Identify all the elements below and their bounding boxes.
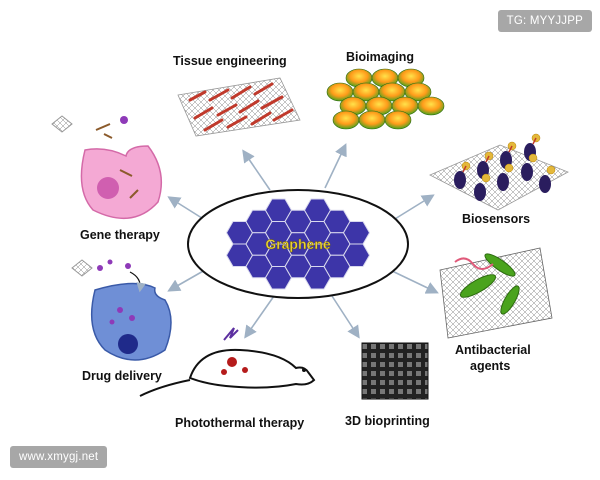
drug-delivery-illustration <box>71 259 172 361</box>
bioimaging-particle <box>332 110 360 130</box>
arrow-biosensors <box>389 194 435 223</box>
antibacterial-illustration <box>439 247 553 339</box>
arrow-bioimaging <box>324 143 347 189</box>
arrow-antibacterial <box>389 269 439 294</box>
arrow-bioprinting <box>331 295 360 339</box>
watermark-telegram: TG: MYYJJPP <box>497 10 592 32</box>
bioprinting-illustration <box>361 342 429 400</box>
label-3d-bioprinting: 3D bioprinting <box>345 414 430 428</box>
photothermal-illustration <box>139 327 316 397</box>
label-antibacterial-line2: agents <box>470 359 511 373</box>
tissue-engineering-illustration <box>177 77 301 137</box>
bioimaging-particle <box>417 96 445 116</box>
label-gene-therapy: Gene therapy <box>80 228 160 242</box>
arrow-tissue <box>242 149 271 191</box>
arrows <box>167 143 439 339</box>
graphene-hexagon <box>342 243 371 267</box>
label-drug-delivery: Drug delivery <box>82 369 162 383</box>
gene-therapy-illustration <box>51 115 163 220</box>
bioimaging-particle <box>404 82 432 102</box>
bioimaging-particle <box>384 110 412 130</box>
watermark-site: www.xmygj.net <box>10 446 108 468</box>
label-photothermal-therapy: Photothermal therapy <box>175 416 305 430</box>
label-tissue-engineering: Tissue engineering <box>173 54 287 68</box>
label-biosensors: Biosensors <box>462 212 531 226</box>
label-bioimaging: Bioimaging <box>346 50 415 64</box>
bioimaging-particle <box>358 110 386 130</box>
arrow-photothermal <box>244 295 275 339</box>
label-antibacterial-line1: Antibacterial <box>455 343 531 357</box>
bioimaging-illustration <box>326 68 445 130</box>
arrow-drug <box>167 269 206 292</box>
arrow-gene <box>167 196 206 221</box>
biosensors-illustration <box>429 133 569 211</box>
graphene-label: Graphene <box>265 236 331 252</box>
graphene-hexagons <box>225 198 371 290</box>
